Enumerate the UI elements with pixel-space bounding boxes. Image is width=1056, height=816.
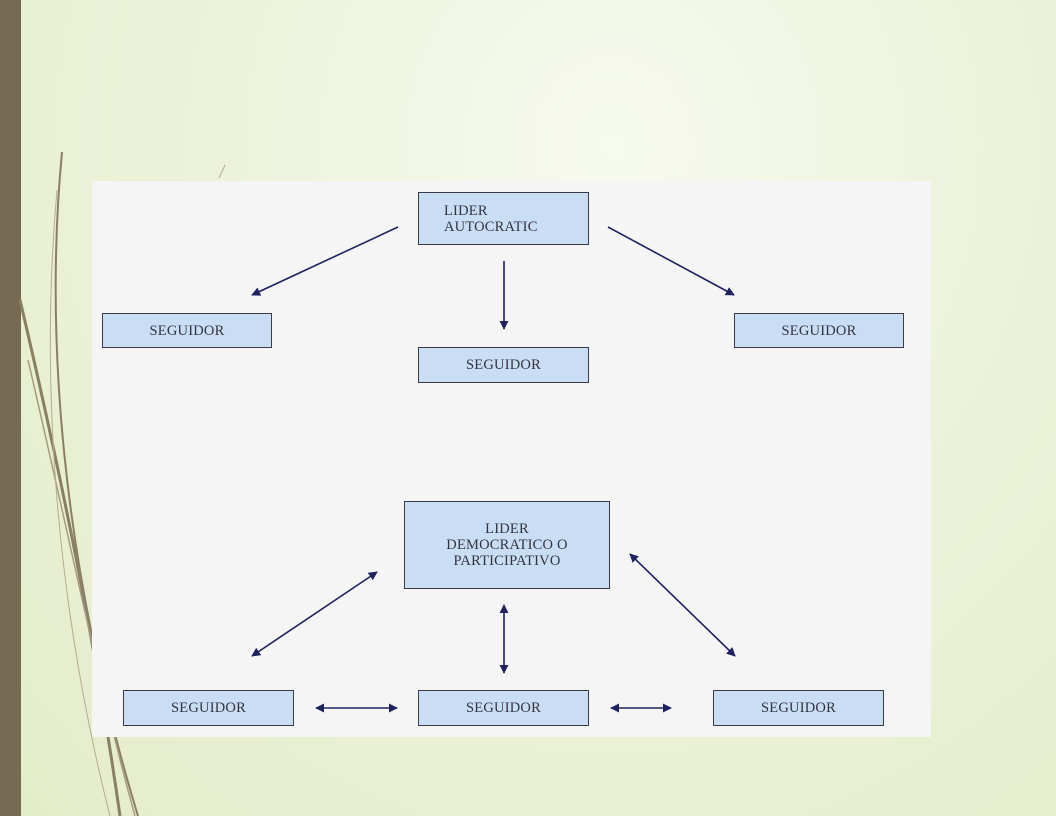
democratic-leader-line-1: LIDER <box>485 521 529 537</box>
arrow-autocratic-left <box>251 226 399 296</box>
democratic-leader-line-2: DEMOCRATICO O <box>446 537 568 553</box>
autocratic-leader-box: LIDER AUTOCRATIC <box>418 192 589 245</box>
democratic-follower-right: SEGUIDOR <box>713 690 884 726</box>
autocratic-follower-left: SEGUIDOR <box>102 313 272 348</box>
arrow-democratic-right <box>629 553 736 657</box>
democratic-leader-line-3: PARTICIPATIVO <box>453 553 561 569</box>
autocratic-follower-right: SEGUIDOR <box>734 313 904 348</box>
democratic-follower-left: SEGUIDOR <box>123 690 294 726</box>
autocratic-leader-line-2: AUTOCRATIC <box>444 218 538 235</box>
democratic-follower-center: SEGUIDOR <box>418 690 589 726</box>
democratic-leader-box: LIDER DEMOCRATICO O PARTICIPATIVO <box>404 501 610 589</box>
connector-arrows <box>251 226 736 713</box>
slide-side-bar <box>0 0 21 816</box>
autocratic-leader-line-1: LIDER <box>444 202 488 219</box>
autocratic-follower-center: SEGUIDOR <box>418 347 589 383</box>
arrow-democratic-left <box>251 571 378 657</box>
arrow-autocratic-right <box>607 226 735 296</box>
diagram-panel: LIDER AUTOCRATIC SEGUIDOR SEGUIDOR SEGUI… <box>92 181 931 737</box>
